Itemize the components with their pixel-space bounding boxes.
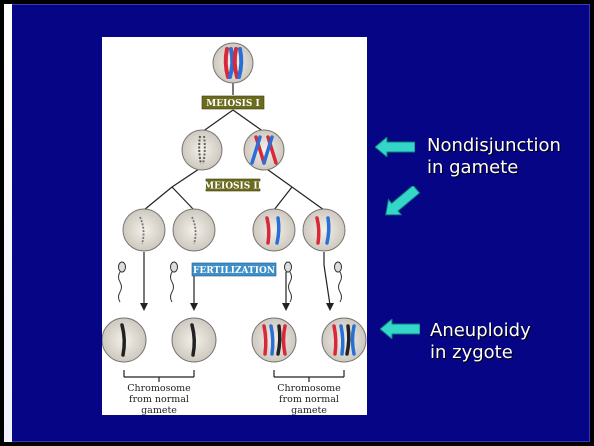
svg-text:MEIOSIS I: MEIOSIS I bbox=[206, 99, 259, 109]
nondisjunction-line-1: Nondisjunction bbox=[427, 135, 561, 156]
zygote-cell-2 bbox=[171, 317, 217, 363]
meiosis-figure: MEIOSIS I MEIOSIS II bbox=[102, 37, 367, 415]
gamete-cell-4 bbox=[302, 208, 346, 252]
lineage-lines bbox=[123, 83, 345, 382]
caption-right-line-1: Chromosome bbox=[277, 383, 341, 394]
zygote-cell-4 bbox=[321, 317, 367, 363]
caption-right-line-3: gamete bbox=[291, 405, 327, 415]
nondisjunction-line-2: in gamete bbox=[427, 157, 519, 178]
caption-left-line-1: Chromosome bbox=[127, 383, 191, 394]
meiosis-2-label: MEIOSIS II bbox=[204, 178, 262, 192]
aneuploidy-line-1: Aneuploidy bbox=[430, 320, 531, 341]
zygote-cell-3 bbox=[251, 317, 297, 363]
gamete-cell-1 bbox=[122, 208, 166, 252]
cyan-left-arrow-icon bbox=[380, 319, 420, 339]
fertilization-label: FERTILIZATION bbox=[191, 262, 277, 277]
svg-text:MEIOSIS II: MEIOSIS II bbox=[204, 182, 262, 192]
nondisjunction-annotation: Nondisjunction in gamete bbox=[427, 135, 561, 179]
lineage-arrowheads bbox=[140, 303, 334, 311]
sperm-cells bbox=[118, 261, 342, 303]
gamete-cell-2 bbox=[172, 208, 216, 252]
meiosis-1-cell-nondisjunction bbox=[243, 129, 285, 171]
aneuploidy-annotation: Aneuploidy in zygote bbox=[430, 320, 531, 364]
aneuploidy-line-2: in zygote bbox=[430, 342, 513, 363]
caption-left-line-3: gamete bbox=[141, 405, 177, 415]
parent-cell bbox=[212, 42, 254, 84]
caption-left-line-2: from normal bbox=[129, 394, 189, 405]
gamete-cell-3 bbox=[252, 208, 296, 252]
meiosis-1-cell-empty bbox=[181, 129, 223, 171]
slide-left-stripe bbox=[4, 4, 12, 442]
caption-right-line-2: from normal bbox=[279, 394, 339, 405]
cyan-left-arrow-icon bbox=[375, 137, 415, 157]
zygote-cell-1 bbox=[102, 317, 147, 363]
meiosis-1-label: MEIOSIS I bbox=[201, 95, 265, 110]
cyan-down-left-arrow-icon bbox=[385, 186, 421, 216]
svg-text:FERTILIZATION: FERTILIZATION bbox=[193, 266, 275, 276]
